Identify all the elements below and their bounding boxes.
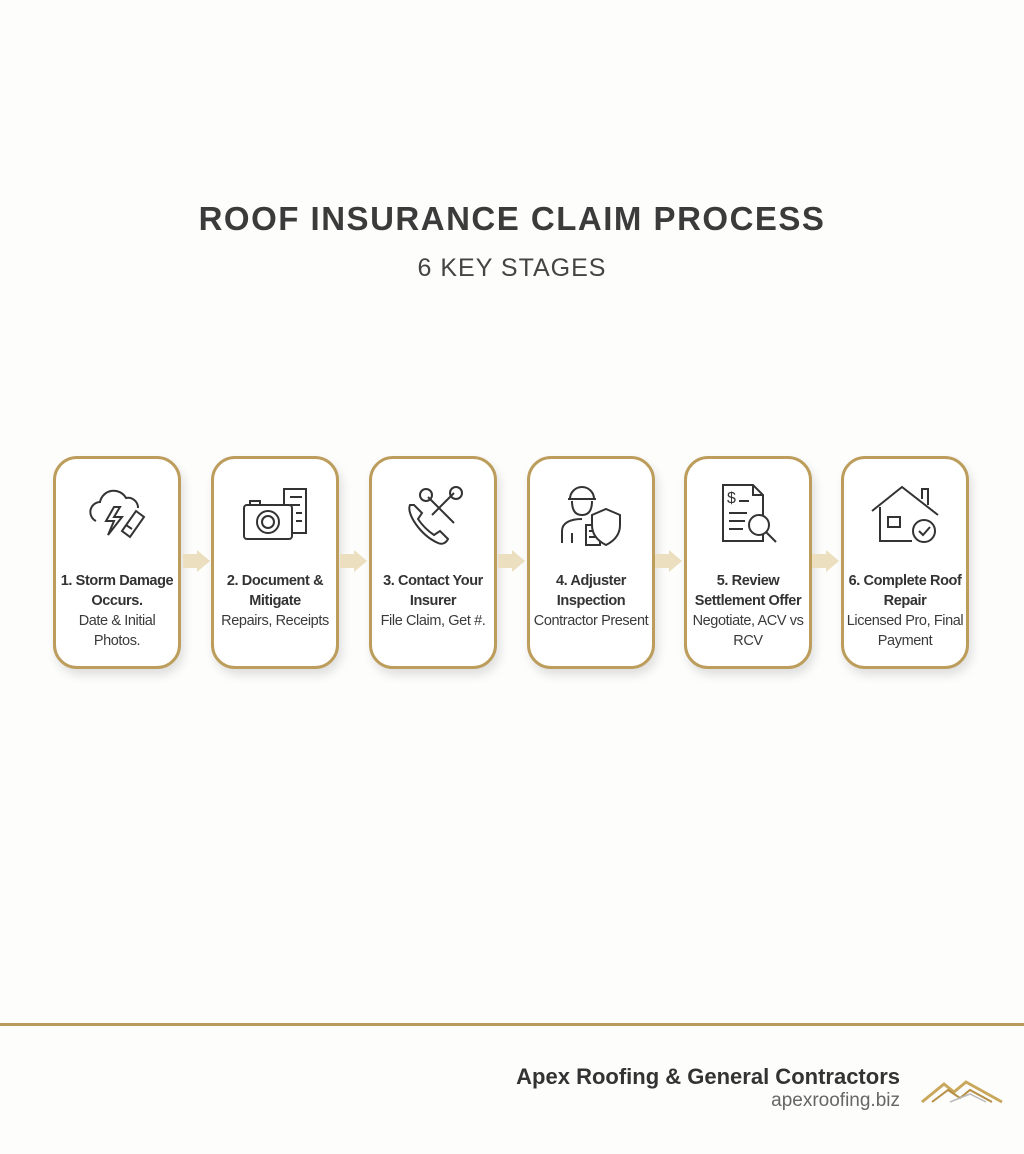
step-card-1: 1. Storm Damage Occurs. Date & Initial P…	[53, 456, 181, 669]
step-desc: Contractor Present	[533, 613, 649, 629]
step-card-2: 2. Document & Mitigate Repairs, Receipts	[211, 456, 339, 669]
step-desc: Negotiate, ACV vs RCV	[692, 613, 804, 649]
step-title: 5. Review Settlement Offer	[694, 573, 802, 609]
footer-divider	[0, 1023, 1024, 1026]
document-magnifier-icon: $	[722, 484, 777, 543]
step-desc: Date & Initial Photos.	[78, 613, 156, 649]
step-title: 2. Document & Mitigate	[226, 573, 324, 609]
phone-wrench-icon	[408, 486, 463, 545]
company-url: apexroofing.biz	[771, 1090, 900, 1111]
step-card-3: 3. Contact Your Insurer File Claim, Get …	[369, 456, 497, 669]
step-desc: Repairs, Receipts	[221, 613, 329, 629]
step-card-5: $ 5. Review Settlement Offer Negotiate, …	[684, 456, 812, 669]
step-desc: File Claim, Get #.	[380, 613, 486, 629]
step-card-6: 6. Complete Roof Repair Licensed Pro, Fi…	[841, 456, 969, 669]
step-title: 1. Storm Damage Occurs.	[60, 573, 174, 609]
step-title: 6. Complete Roof Repair	[848, 573, 962, 609]
adjuster-shield-icon	[561, 486, 621, 547]
step-title: 4. Adjuster Inspection	[556, 573, 626, 609]
step-card-4: 4. Adjuster Inspection Contractor Presen…	[527, 456, 655, 669]
page-subtitle: 6 KEY STAGES	[417, 254, 607, 282]
camera-receipt-icon	[243, 488, 307, 540]
step-title: 3. Contact Your Insurer	[383, 573, 483, 609]
house-check-icon	[871, 485, 939, 543]
step-desc: Licensed Pro, Final Payment	[846, 613, 964, 649]
page-title: ROOF INSURANCE CLAIM PROCESS	[198, 200, 826, 237]
storm-damage-icon	[89, 489, 146, 539]
roof-peaks-logo	[921, 1080, 1003, 1104]
company-name: Apex Roofing & General Contractors	[516, 1064, 900, 1089]
svg-text:$: $	[727, 490, 736, 507]
